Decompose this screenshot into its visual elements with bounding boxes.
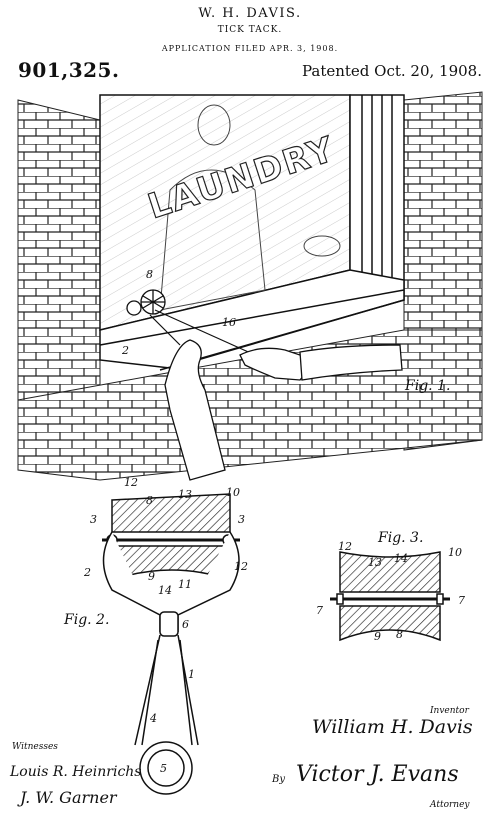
ref-numeral: 10 [448,546,462,559]
by-label: By [272,774,285,785]
ref-numeral: 2 [84,566,91,579]
tick-tack-device [126,289,166,316]
window-interior-figure [159,104,341,311]
ref-numeral: 12 [124,476,138,489]
attorney-caption: Attorney [430,800,470,810]
ref-numeral: 14 [394,552,408,565]
witness-signature: Louis R. Heinrichs [10,764,142,780]
ref-numeral: 9 [374,630,381,643]
patented-date: Patented Oct. 20, 1908. [301,62,482,80]
window-frame [99,94,405,371]
fig3-device [330,551,450,642]
ref-numeral: 11 [178,578,192,591]
ref-numeral: 5 [160,762,167,775]
patent-number: 901,325. [18,58,120,82]
ref-numeral: 2 [122,344,129,357]
ref-numeral: 4 [150,712,157,725]
fig1-label: Fig. 1. [405,378,451,394]
inventor-caption: Inventor [430,706,469,716]
ref-numeral: 12 [338,540,352,553]
string-line [149,309,256,356]
ref-numeral: 9 [148,570,155,583]
inventor-signature: William H. Davis [312,716,473,738]
inventor-header: W. H. DAVIS. [198,6,302,21]
ref-numeral: 10 [226,486,240,499]
witnesses-caption: Witnesses [12,742,58,752]
ref-numeral: 14 [158,584,172,597]
fig2-device [102,493,240,795]
attorney-signature: Victor J. Evans [296,762,459,787]
fig2-label: Fig. 2. [64,612,110,628]
ref-numeral: 3 [238,513,245,526]
ref-numeral: 7 [316,604,323,617]
hands [164,339,403,481]
ref-numeral: 8 [146,494,153,507]
application-filed: APPLICATION FILED APR. 3, 1908. [161,44,339,53]
ref-numeral: 3 [90,513,97,526]
ref-numeral: 8 [146,268,153,281]
ref-numeral: 12 [234,560,248,573]
ref-numeral: 7 [458,594,465,607]
witness-signature: J. W. Garner [20,788,117,807]
ref-numeral: 8 [396,628,403,641]
fig3-label: Fig. 3. [378,530,424,546]
ref-numeral: 16 [222,316,236,329]
ref-numeral: 13 [368,556,382,569]
ref-numeral: 13 [178,488,192,501]
patent-title: TICK TACK. [217,25,283,35]
ref-numeral: 6 [182,618,189,631]
ref-numeral: 1 [188,668,195,681]
